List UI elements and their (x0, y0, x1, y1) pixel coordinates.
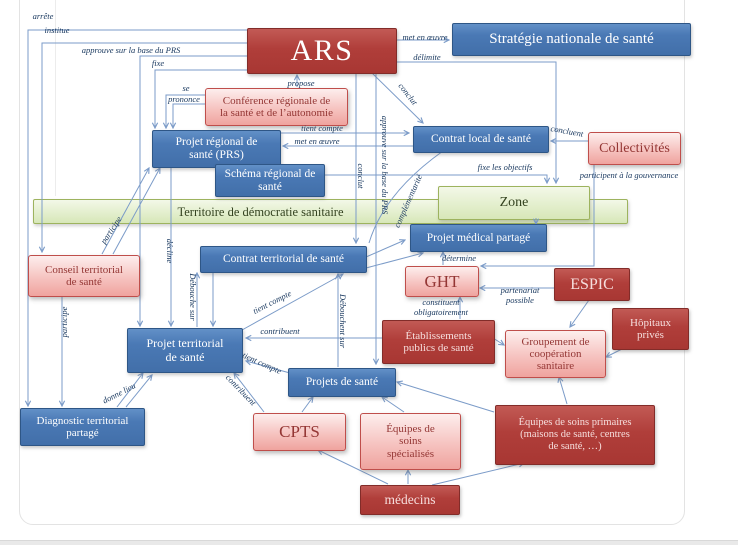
edge-line (241, 274, 343, 331)
node-ght: GHT (405, 266, 479, 297)
edge-label-participent: participent à la gouvernance (579, 169, 679, 180)
node-groupement: Groupement de coopération sanitaire (505, 330, 606, 378)
edge-line (101, 168, 149, 255)
node-pts: Projet territorial de santé (127, 328, 243, 373)
node-equipes_prim: Équipes de soins primaires (maisons de s… (495, 405, 655, 465)
edge-label-fixe_objectifs: fixe les objectifs (477, 161, 533, 172)
node-equipes_spec: Équipes de soins spécialisés (360, 413, 461, 470)
edge-label-participe_vert: participe (58, 306, 69, 338)
node-pmp: Projet médical partagé (410, 224, 547, 252)
edge-line (370, 71, 423, 123)
edge-line (125, 375, 152, 408)
edge-line (116, 373, 143, 408)
node-conseil: Conseil territorial de santé (28, 255, 140, 297)
node-cpts: CPTS (253, 413, 346, 451)
edge-line (166, 94, 205, 128)
edge-line (42, 42, 247, 252)
node-contrat_terr: Contrat territorial de santé (200, 246, 367, 273)
edge-label-approuve_vert: approuve sur la base du PRS (380, 115, 391, 215)
edge-label-contribuent_etab: contribuent (260, 325, 300, 336)
edge-line (365, 240, 405, 258)
node-medecins: médecins (360, 485, 460, 515)
edge-label-determine: détermine (442, 252, 476, 263)
edge-arc (368, 150, 444, 244)
edge-label-met_en_oeuvre_prs: met en œuvre (294, 135, 340, 146)
node-hopitaux: Hôpitaux privés (612, 308, 689, 350)
edge-line (140, 55, 247, 326)
node-ars: ARS (247, 28, 397, 74)
node-collectivites: Collectivités (588, 132, 681, 165)
edge-label-met_en_oeuvre_strat: met en œuvre (402, 31, 448, 42)
node-projets: Projets de santé (288, 368, 396, 397)
edge-label-propose: propose (287, 77, 315, 88)
edge-label-decline: décline (165, 238, 176, 264)
edge-label-partenariat: partenariat possible (500, 284, 540, 305)
edge-label-se: se (182, 82, 190, 93)
edge-label-approuve_left: approuve sur la base du PRS (81, 44, 181, 55)
edge-label-tient_compte_prs: tient compte (301, 122, 343, 133)
edge-line (325, 174, 547, 183)
node-espic: ESPIC (554, 268, 630, 301)
node-diagnostic: Diagnostic territorial partagé (20, 408, 145, 446)
edge-line (246, 361, 291, 374)
node-prs: Projet régional de santé (PRS) (152, 130, 281, 168)
edge-label-debouche_sur: Débouche sur (188, 273, 199, 321)
window-bottom-edge (0, 540, 738, 545)
node-schema: Schéma régional de santé (215, 164, 325, 197)
edge-line (481, 163, 595, 266)
node-etablissements: Établissements publics de santé (382, 320, 495, 364)
edge-label-prononce: prononce (168, 93, 200, 104)
edge-line (431, 463, 524, 486)
edge-line (365, 253, 423, 269)
edge-line (155, 69, 247, 128)
edge-label-conclut_vert: conclut (356, 163, 367, 189)
edge-line (173, 103, 205, 128)
edge-label-fixe: fixe (151, 57, 165, 68)
page-fold-line (55, 0, 56, 196)
node-contrat_local: Contrat local de santé (413, 126, 549, 153)
edge-line (606, 348, 623, 357)
edge-label-debouchent_sur: Débouchent sur (338, 293, 349, 349)
edge-line (301, 397, 313, 413)
edge-label-constituent: constituent obligatoirement (414, 296, 468, 317)
edge-line (397, 382, 495, 413)
node-conference: Conférence régionale de la santé et de l… (205, 88, 348, 126)
edge-line (318, 450, 389, 485)
edge-line (570, 299, 590, 327)
edge-line (559, 377, 568, 405)
edge-label-institue: institue (44, 24, 70, 35)
node-zone: Zone (438, 186, 590, 220)
edge-line (382, 397, 405, 413)
edge-line (234, 373, 265, 413)
edge-line (112, 168, 160, 255)
edge-label-delimite: délimite (413, 51, 441, 62)
edge-label-arrete: arrête (32, 10, 54, 21)
node-strategie: Stratégie nationale de santé (452, 23, 691, 56)
